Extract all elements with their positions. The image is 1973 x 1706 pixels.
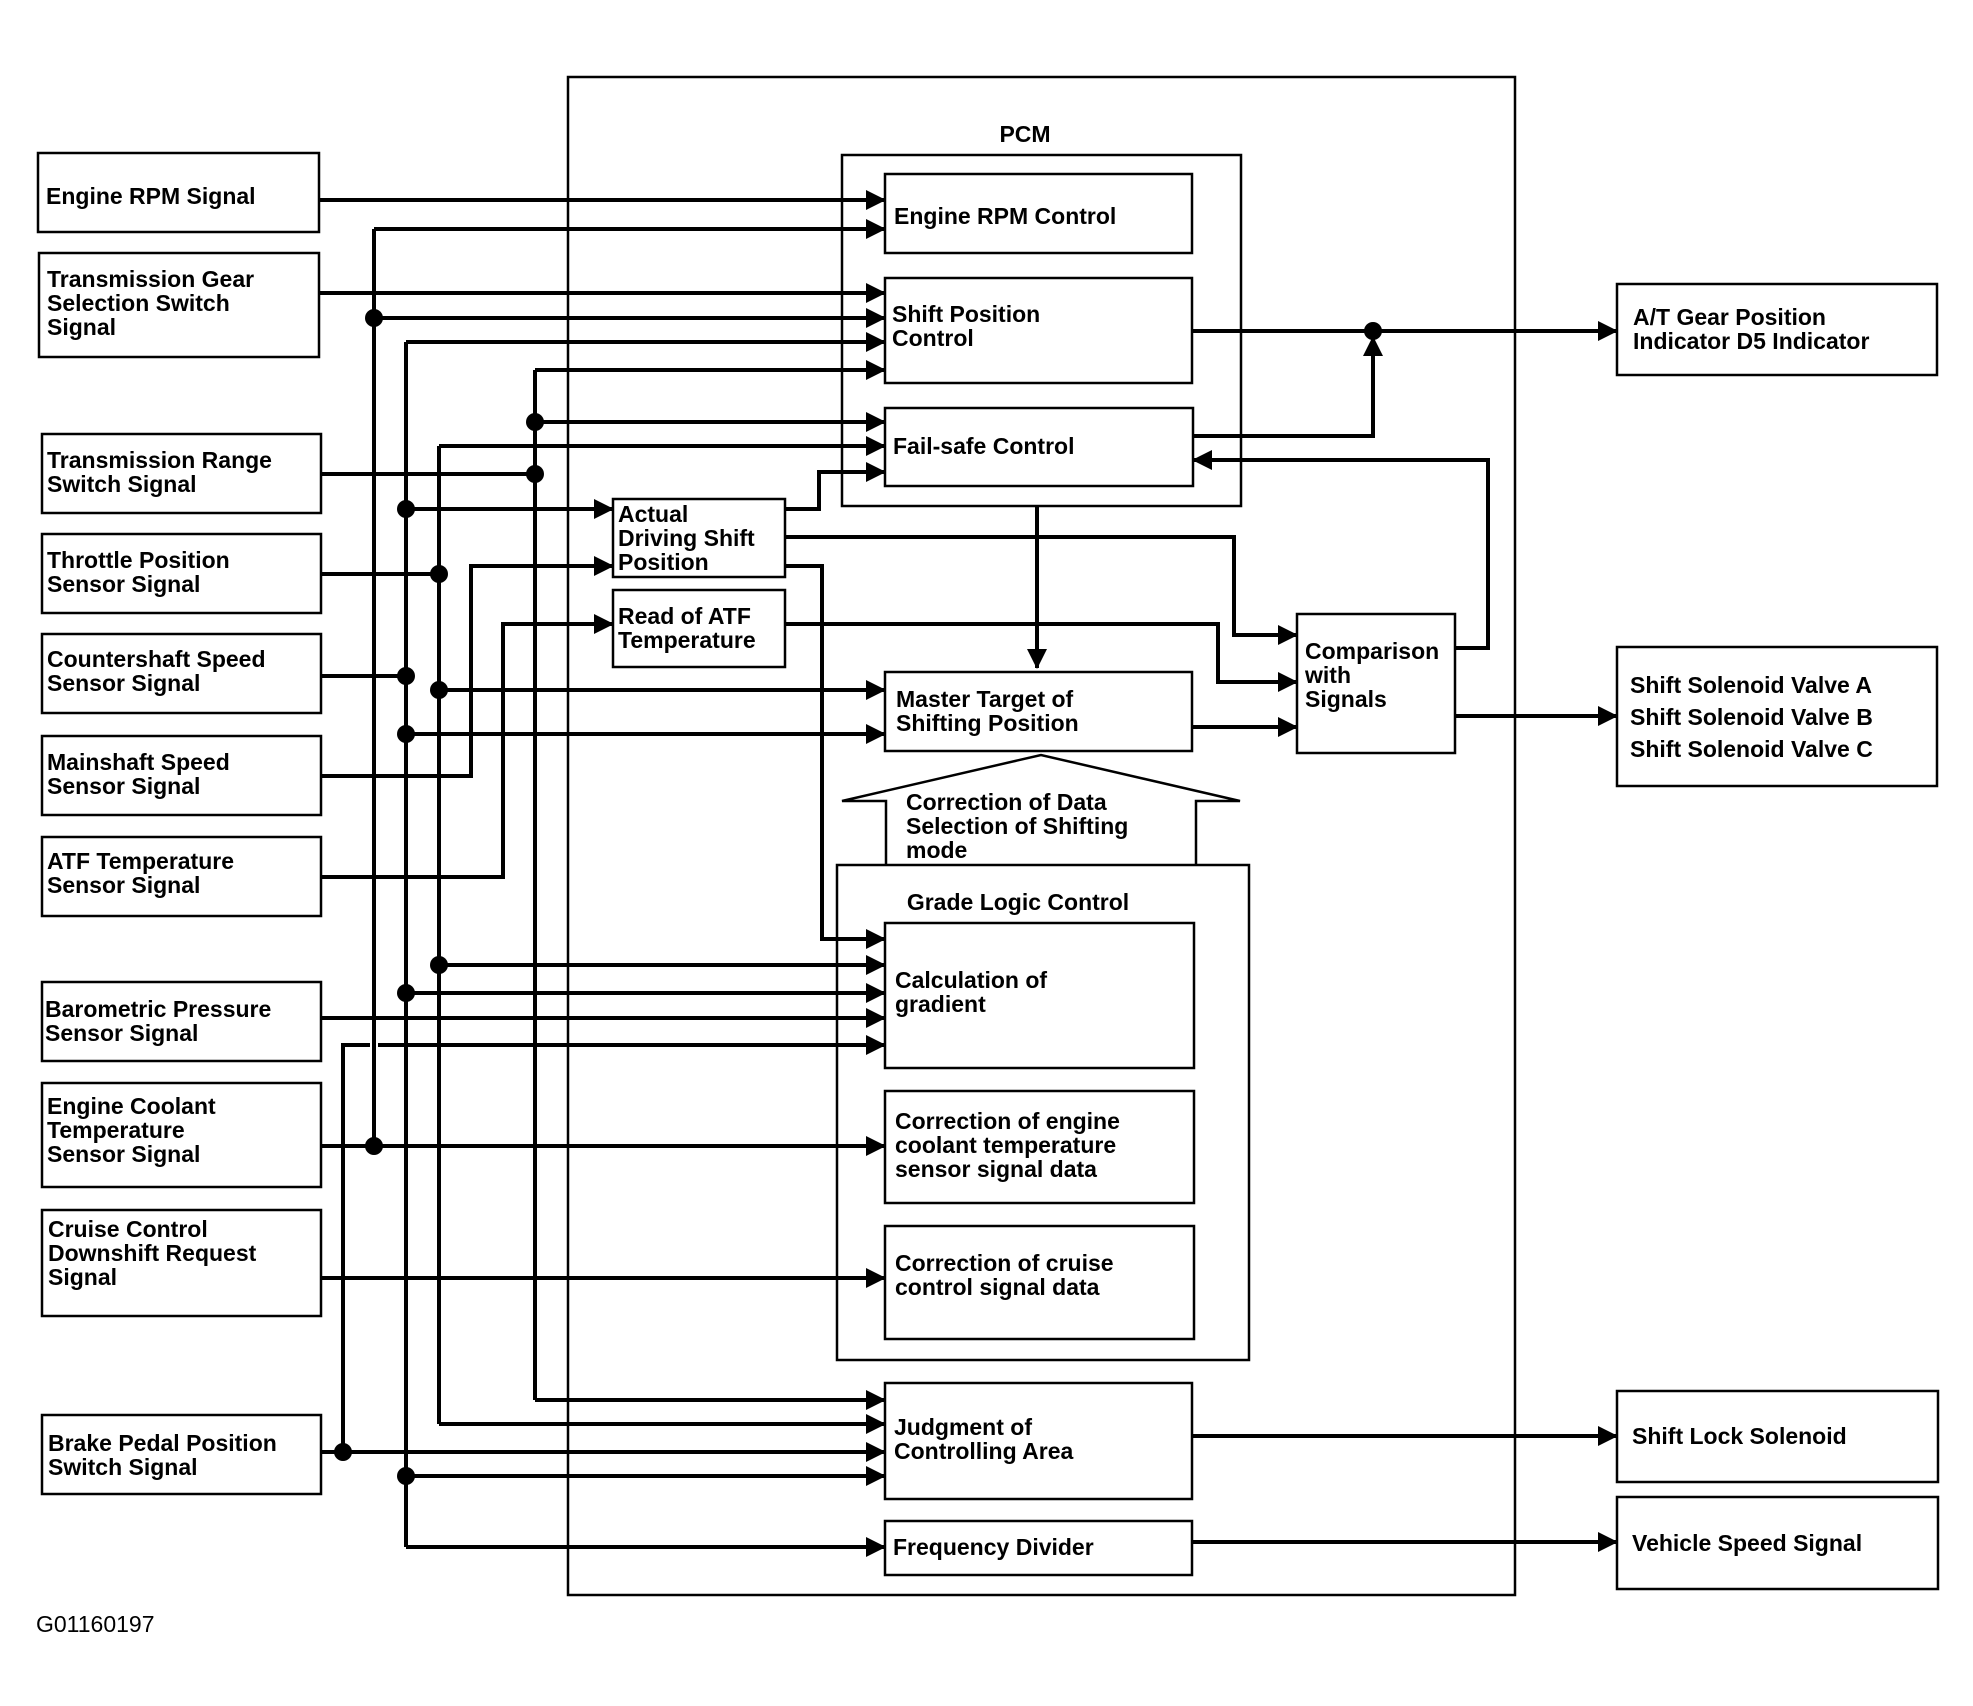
output-gear-indicator-label: A/T Gear Position Indicator D5 Indicator: [1633, 304, 1869, 354]
input-throttle-box: [40, 532, 323, 615]
block-master-target: [883, 670, 1194, 753]
junction-dot: [365, 309, 383, 327]
block-actual-driving-shift: [611, 497, 787, 579]
input-cruise-box: [40, 1208, 323, 1318]
block-calculation-of-gradient-label: Calculation of gradient: [895, 967, 1053, 1017]
input-engine-rpm-label: Engine RPM Signal: [46, 183, 256, 209]
output-signals: A/T Gear Position Indicator D5 Indicator…: [1615, 282, 1940, 1591]
junction-dot: [397, 984, 415, 1002]
output-solenoids-box: [1615, 645, 1939, 788]
block-judgment: [883, 1381, 1194, 1501]
signal-wires: [320, 190, 1618, 1557]
block-cruise-correction-label: Correction of cruise control signal data: [895, 1250, 1120, 1300]
grade-logic-title: Grade Logic Control: [907, 889, 1129, 915]
wire-actual-to-failsafe: [785, 462, 886, 511]
input-range-switch-label: Transmission Range Switch Signal: [47, 447, 278, 497]
output-solenoids-label: Shift Solenoid Valve A Shift Solenoid Va…: [1630, 672, 1879, 762]
block-shift-position-control: [883, 276, 1194, 385]
wire-mainshaft: [320, 556, 614, 778]
junction-dot: [334, 1443, 352, 1461]
grade-logic-frame: [835, 863, 1251, 1362]
input-cruise-label: Cruise Control Downshift Request Signal: [48, 1216, 263, 1290]
wire-actual-to-gradient: [785, 564, 886, 949]
block-comparison: [1295, 612, 1457, 755]
input-brake-box: [40, 1413, 323, 1496]
input-engine-rpm-box: [36, 151, 321, 234]
wire-atf-temp: [320, 614, 614, 879]
figure-id: G01160197: [36, 1611, 155, 1637]
block-judgment-label: Judgment of Controlling Area: [894, 1414, 1074, 1464]
junction-dot: [365, 1137, 383, 1155]
input-barometric-label: Barometric Pressure Sensor Signal: [45, 996, 278, 1046]
block-cruise-correction: [883, 1224, 1196, 1341]
input-mainshaft-label: Mainshaft Speed Sensor Signal: [47, 749, 236, 799]
block-comparison-label: Comparison with Signals: [1304, 638, 1446, 712]
block-fail-safe-control-label: Fail-safe Control: [893, 433, 1074, 459]
output-vss-label: Vehicle Speed Signal: [1632, 1530, 1862, 1556]
junction-dot: [397, 725, 415, 743]
output-vss-box: [1615, 1495, 1940, 1591]
junction-dot: [430, 956, 448, 974]
wire-comparison-to-failsafe: [1192, 450, 1490, 650]
input-coolant-label: Engine Coolant Temperature Sensor Signal: [47, 1093, 222, 1167]
block-correction_arrow-label: Correction of Data Selection of Shifting…: [906, 789, 1135, 863]
input-barometric-box: [40, 980, 323, 1063]
junction-dot: [430, 565, 448, 583]
input-atf-temp-label: ATF Temperature Sensor Signal: [47, 848, 240, 898]
block-shift-position-control-label: Shift Position Control: [892, 301, 1047, 351]
junction-dot: [430, 681, 448, 699]
wire-trunk-343: [341, 1043, 370, 1452]
block-engine-rpm-control-label: Engine RPM Control: [894, 203, 1116, 229]
block-read-atf-temperature: [611, 588, 787, 669]
wire-failsafe-to-indicator: [1193, 336, 1383, 438]
input-mainshaft-box: [40, 734, 323, 817]
junction-dot: [526, 413, 544, 431]
junction-dot: [526, 465, 544, 483]
input-atf-temp-box: [40, 835, 323, 918]
input-gear-selection-label: Transmission Gear Selection Switch Signa…: [47, 266, 260, 340]
junction-dot: [1364, 322, 1382, 340]
block-coolant-correction-label: Correction of engine coolant temperature…: [895, 1108, 1126, 1182]
input-countershaft-box: [40, 632, 323, 715]
pcm-frame: [566, 75, 1517, 1597]
pcm-title: PCM: [999, 121, 1050, 147]
input-throttle-label: Throttle Position Sensor Signal: [47, 547, 236, 597]
block-frequency-divider-label: Frequency Divider: [893, 1534, 1094, 1560]
output-shift-lock-label: Shift Lock Solenoid: [1632, 1423, 1847, 1449]
junction-dot: [397, 667, 415, 685]
input-countershaft-label: Countershaft Speed Sensor Signal: [47, 646, 272, 696]
junction-dots: [334, 309, 1382, 1485]
junction-dot: [397, 1467, 415, 1485]
junction-dot: [397, 500, 415, 518]
wire-actual-to-comparison: [785, 535, 1298, 645]
input-coolant-box: [40, 1081, 323, 1189]
block-actual-driving-shift-label: Actual Driving Shift Position: [618, 501, 761, 575]
input-signals: Engine RPM Signal Transmission Gear Sele…: [36, 151, 323, 1496]
block-master-target-label: Master Target of Shifting Position: [896, 686, 1080, 736]
pcm-blocks: Engine RPM Control Shift Position Contro…: [611, 172, 1457, 1577]
block-engine-rpm-control: [883, 172, 1194, 255]
block-calculation-of-gradient: [883, 921, 1196, 1070]
block-fail-safe-control: [883, 406, 1195, 488]
block-frequency-divider: [883, 1519, 1194, 1577]
block-coolant-correction: [883, 1089, 1196, 1205]
wire-atf-to-comparison: [785, 622, 1298, 692]
input-range-switch-box: [40, 432, 323, 515]
correction-arrow-shape: [841, 753, 1241, 866]
block-read-atf-temperature-label: Read of ATF Temperature: [618, 603, 757, 653]
output-gear-indicator-box: [1615, 282, 1939, 377]
input-brake-label: Brake Pedal Position Switch Signal: [48, 1430, 283, 1480]
input-gear-selection-box: [37, 251, 321, 359]
output-shift-lock-box: [1615, 1389, 1940, 1484]
